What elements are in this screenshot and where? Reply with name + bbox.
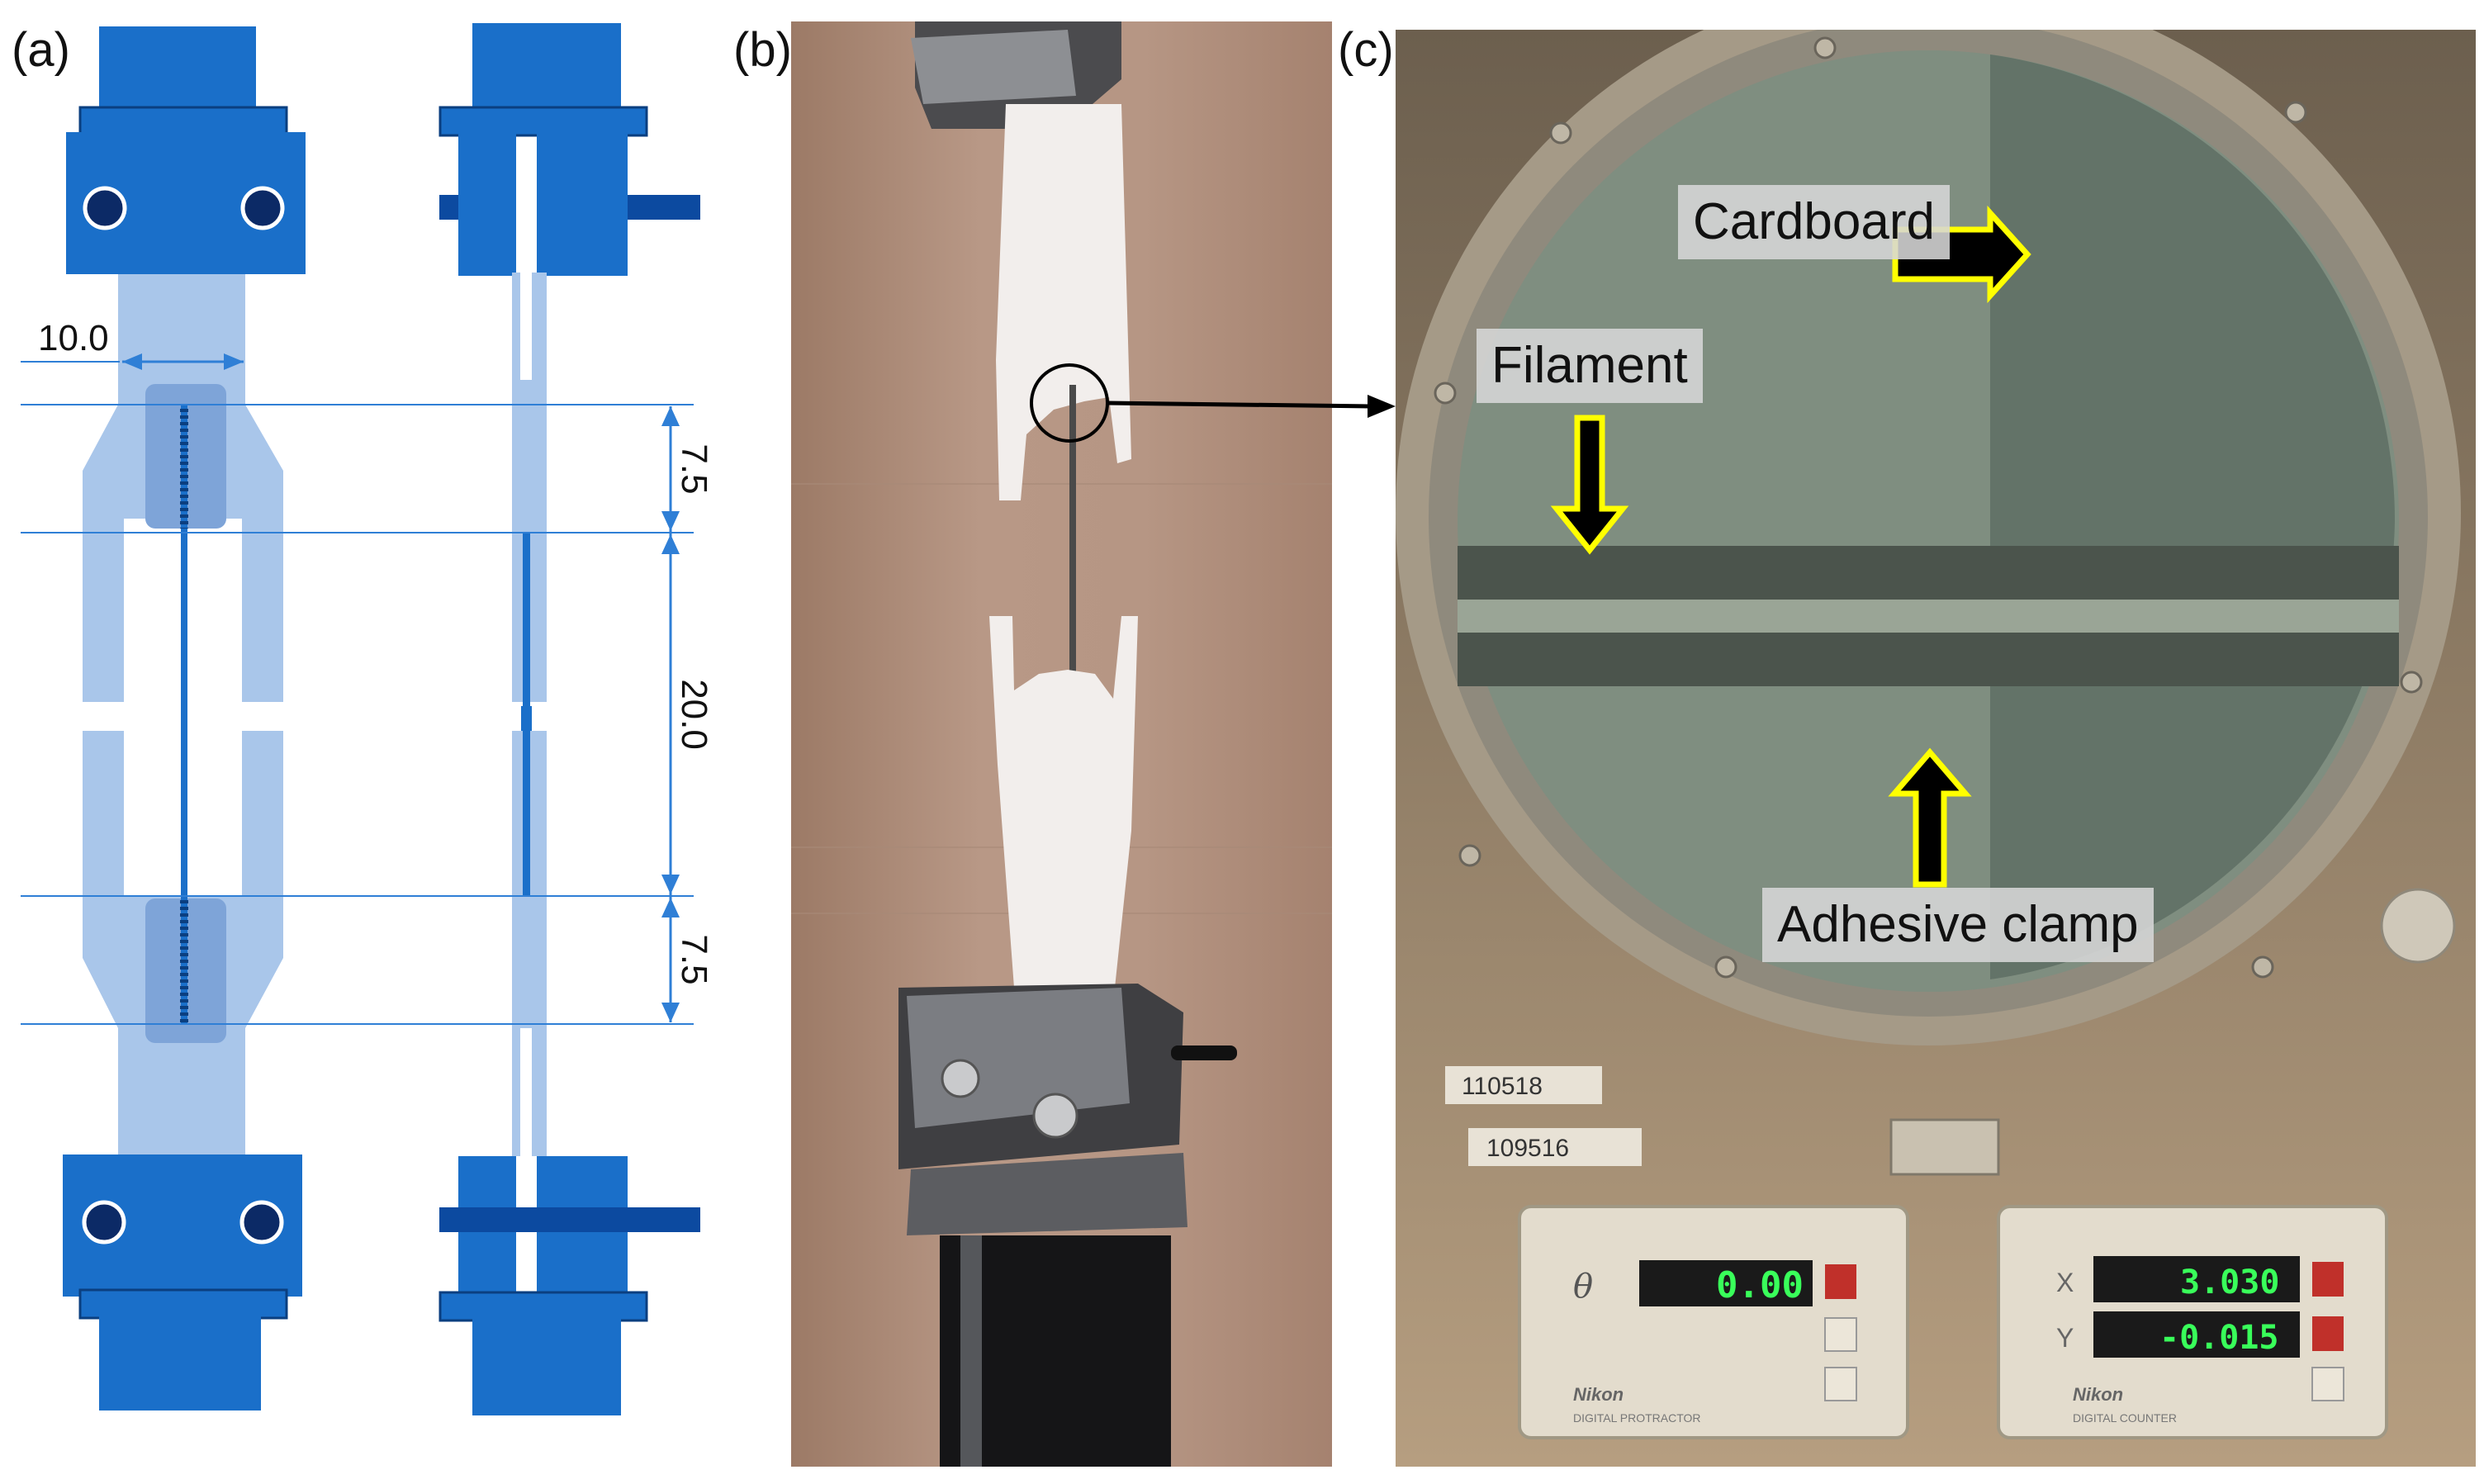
width-arrow-left [122,353,142,370]
upper-grip-flange [78,106,288,137]
counter-x-readout: 3.030 [2180,1264,2279,1301]
front-view [63,26,306,1411]
adhesive-clamp-arrow [1888,747,1972,888]
photo-lower-tab [989,616,1138,988]
specimen-photo [791,21,1332,1467]
side-upper-gap [516,139,537,271]
protractor-theta-symbol: θ [1573,1268,1593,1306]
protractor-button-2 [1824,1367,1857,1401]
photo-grip-screw-right [1032,1093,1078,1139]
counter-x-label: X [2056,1268,2074,1297]
photo-grip-screw-left [941,1059,980,1098]
dim1-arrow-top [661,406,680,426]
projector-photo-art: 110518 109516 θ 0.00 Nikon DIGITAL PROTR… [1396,30,2461,1439]
sticker-1-text: 110518 [1462,1073,1543,1100]
bezel-bolts [1434,36,2423,979]
side-filament-bead [521,706,532,731]
screen-filament-highlight [1458,600,2399,633]
protractor-button-red [1825,1264,1856,1299]
side-view [438,23,700,1415]
side-upper-jaw-left [458,134,516,276]
dim-upper-grip-label: 7.5 [674,443,714,494]
lower-grip-bolt-right [239,1200,284,1245]
dimension-arrowheads [122,353,680,1022]
panel-label-b: (b) [733,23,792,77]
dim3-arrow-top [661,898,680,917]
side-lower-rod [439,1207,700,1232]
specimen-photo-art [791,21,1332,1467]
side-gap-upper [520,273,532,380]
photo-lower-grip-face [907,988,1130,1128]
bezel-knob [2380,888,2456,964]
side-lower-bottom-block [472,1318,621,1415]
filament-callout: Filament [1477,329,1703,403]
counter-button-red-y [2312,1316,2344,1351]
side-upper-jaw-right [537,134,628,276]
photo-shaft-collar [907,1153,1187,1235]
screen-dark-region [1990,55,2396,979]
upper-grip-bolt-left [83,186,127,230]
counter-button-red-x [2312,1262,2344,1297]
counter-y-label: Y [2056,1323,2074,1353]
lower-grip-flange [78,1288,288,1320]
sticker-1 [1445,1066,1602,1104]
protractor-model: DIGITAL PROTRACTOR [1573,1411,1701,1425]
lower-grip-bolt-left [82,1200,126,1245]
sticker-2-text: 109516 [1486,1135,1569,1162]
dim2-arrow-bottom [661,875,680,894]
cardboard-callout: Cardboard [1678,185,1950,259]
counter-model: DIGITAL COUNTER [2073,1411,2177,1425]
side-gap-lower [520,1028,532,1156]
upper-grip-bolt-right [240,186,285,230]
dim-width-label: 10.0 [38,318,109,358]
protractor-lcd [1639,1260,1813,1306]
counter-button-1 [2311,1367,2344,1401]
sticker-2 [1468,1128,1642,1166]
lower-grip-bottom-block [99,1315,261,1411]
counter-lcd-y [2093,1311,2300,1358]
photo-filament [1069,385,1076,715]
photo-shaft-highlight [960,1235,982,1467]
protractor-brand: Nikon [1573,1384,1624,1405]
width-arrow-right [224,353,244,370]
dim-gauge-label: 20.0 [674,679,714,750]
counter-brand: Nikon [2073,1384,2123,1405]
photo-upper-tab [996,104,1131,500]
side-upper-top-block [472,23,621,114]
photo-top-grip-plate [911,30,1076,104]
projector-photo: 110518 109516 θ 0.00 Nikon DIGITAL PROTR… [1396,30,2476,1467]
adhesive-clamp-callout: Adhesive clamp [1762,888,2154,962]
dim2-arrow-top [661,534,680,554]
side-lower-flange [438,1291,648,1322]
zoom-pointer-arrowhead [1368,395,1396,418]
panel-label-c: (c) [1338,23,1394,77]
protractor-button-1 [1824,1317,1857,1352]
protractor-readout: 0.00 [1716,1264,1804,1306]
dimension-lines [21,360,694,1025]
counter-lcd-x [2093,1256,2300,1302]
filament-arrow [1550,415,1629,555]
upper-grip-top-block [99,26,256,117]
photo-grip-pin [1171,1045,1237,1060]
schematic-diagram: 10.0 7.5 20.0 7.5 [21,23,714,1415]
projector-hinge [1889,1118,2000,1176]
dim1-arrow-bottom [661,511,680,531]
dim3-arrow-bottom [661,1003,680,1022]
side-upper-flange [438,106,648,137]
panel-label-a: (a) [12,23,70,77]
counter-y-readout: -0.015 [2159,1319,2279,1357]
dim-lower-grip-label: 7.5 [674,934,714,984]
filament [181,405,187,1024]
